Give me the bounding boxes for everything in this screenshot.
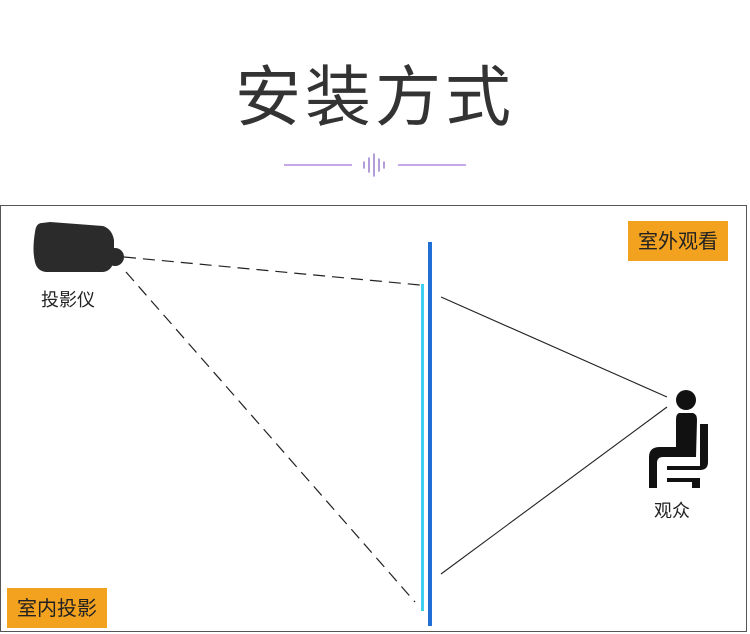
screen-inner — [421, 284, 424, 611]
viewing-line-top — [440, 296, 668, 398]
projector-icon — [33, 222, 124, 272]
projector-label: 投影仪 — [41, 290, 95, 311]
projection-ray-top — [123, 256, 421, 286]
viewing-line-bottom — [440, 406, 668, 575]
title-divider — [284, 153, 466, 177]
outdoor-viewing-badge: 室外观看 — [628, 221, 728, 261]
seated-person-icon — [649, 390, 708, 488]
projection-ray-bottom — [125, 271, 416, 603]
indoor-projection-badge: 室内投影 — [7, 588, 107, 628]
audience-label: 观众 — [654, 501, 690, 522]
screen-outer — [428, 242, 432, 626]
sound-wave-icon — [363, 153, 385, 177]
diagram-frame — [0, 205, 747, 632]
page-title: 安装方式 — [235, 59, 515, 136]
